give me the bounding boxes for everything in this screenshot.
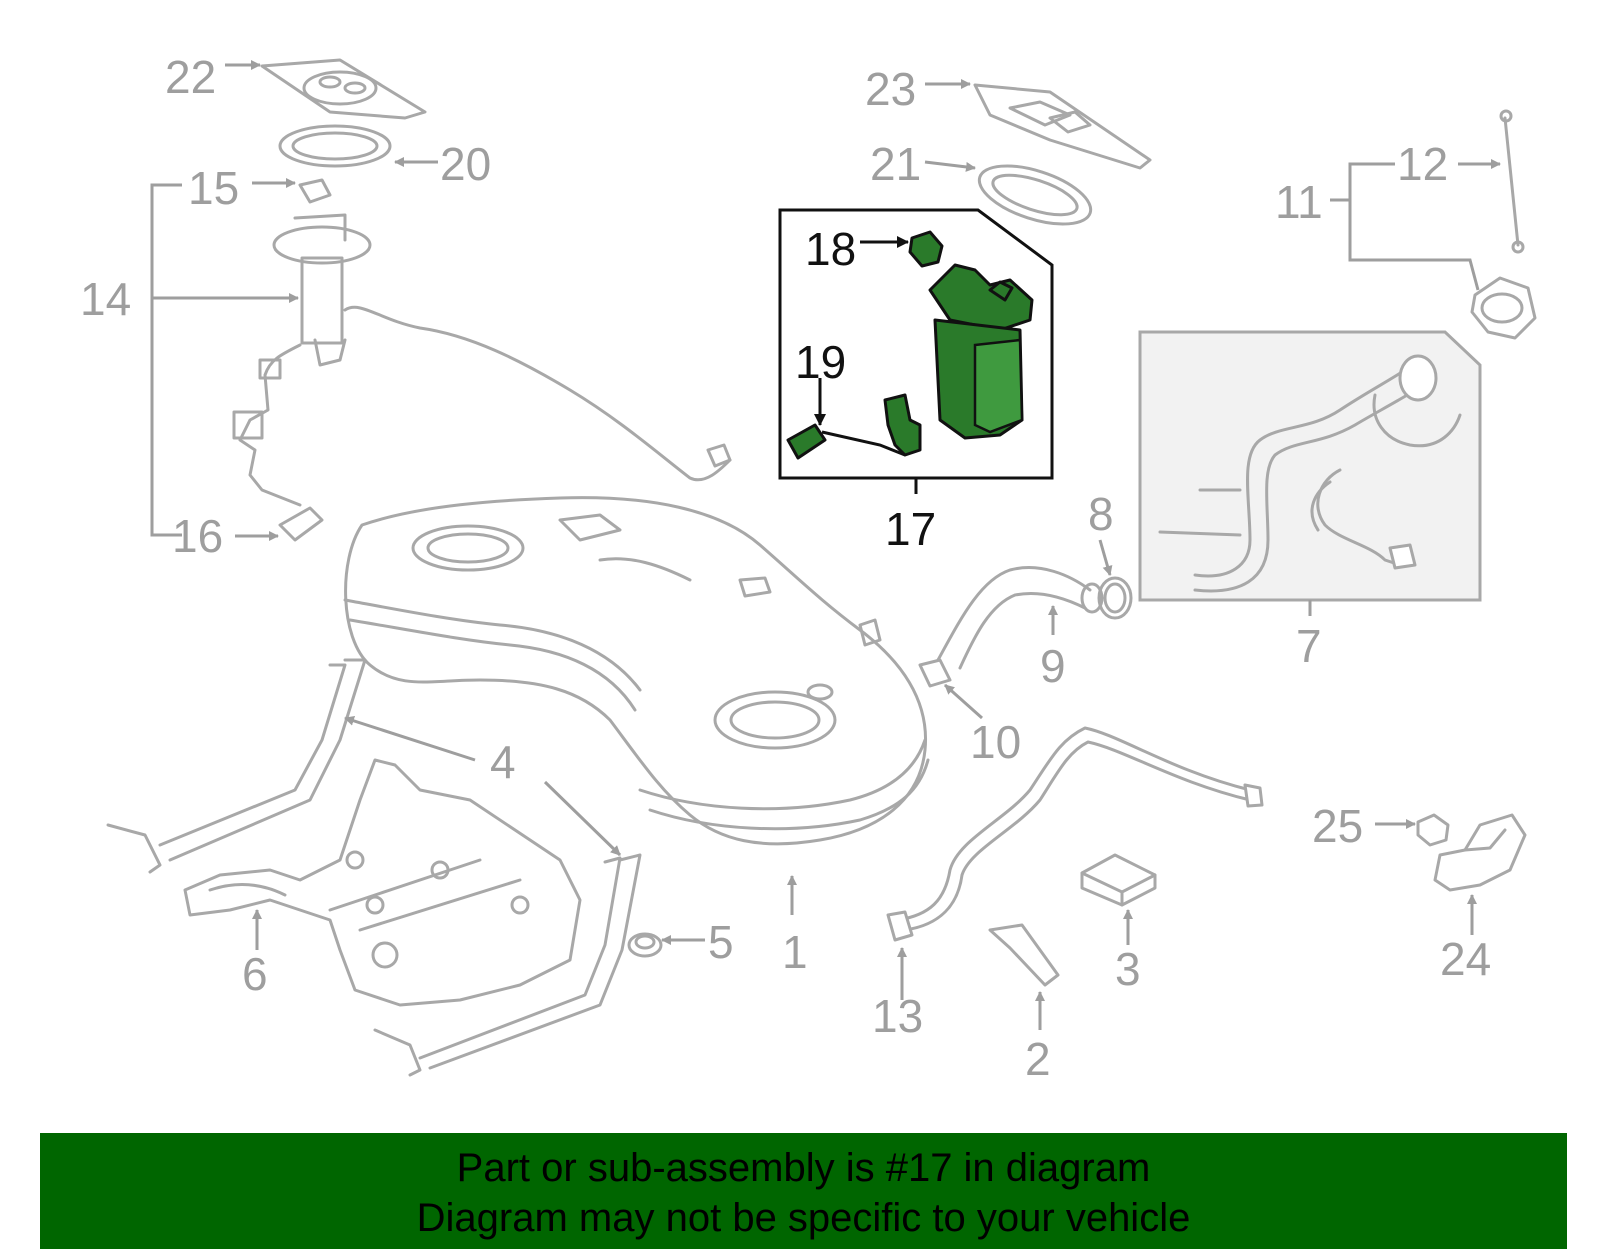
- callout-22: 22: [165, 51, 216, 103]
- callout-4: 4: [490, 736, 516, 788]
- part-5-grommet: [627, 932, 663, 958]
- callout-1: 1: [782, 926, 808, 978]
- part-8-clamp: [1097, 576, 1133, 620]
- callout-23: 23: [865, 63, 916, 115]
- bracket-11-12: [1330, 162, 1480, 291]
- callout-19: 19: [795, 336, 846, 388]
- callout-10: 10: [970, 716, 1021, 768]
- info-banner: Part or sub-assembly is #17 in diagram D…: [40, 1133, 1567, 1249]
- part-22-gasket: [260, 58, 427, 120]
- part-9-hose: [936, 566, 1104, 670]
- part-17-fuel-pump-module[interactable]: [928, 263, 1034, 440]
- leader-lines-highlight: [814, 236, 909, 426]
- callout-18: 18: [805, 223, 856, 275]
- callout-21: 21: [870, 138, 921, 190]
- callout-15: 15: [188, 162, 239, 214]
- banner-line-2: Diagram may not be specific to your vehi…: [416, 1196, 1191, 1240]
- callout-25: 25: [1312, 800, 1363, 852]
- part-15-clip: [298, 178, 332, 204]
- leader-lines: [152, 60, 1501, 1030]
- callout-20: 20: [440, 138, 491, 190]
- callout-9: 9: [1040, 640, 1066, 692]
- part-14-sender-module: [232, 213, 732, 507]
- part-18-grommet[interactable]: [908, 230, 944, 268]
- callout-2: 2: [1025, 1033, 1051, 1085]
- part-1-fuel-tank: [343, 496, 930, 846]
- callout-labels: 22 20 15 14 16 23 21 12 11 18 19 17 8 9 …: [80, 51, 1491, 1085]
- callout-11: 11: [1275, 176, 1323, 228]
- part-19-level-sensor[interactable]: [786, 393, 922, 460]
- part-25-nut: [1416, 813, 1450, 847]
- callout-16: 16: [172, 510, 223, 562]
- part-4-straps: [106, 658, 642, 1077]
- part-13-fuel-line: [886, 726, 1264, 942]
- callout-24: 24: [1440, 933, 1491, 985]
- part-23-gasket: [973, 83, 1152, 170]
- part-11-fuel-cap: [1470, 276, 1537, 340]
- part-20-seal-ring: [278, 124, 392, 168]
- callout-13: 13: [872, 990, 923, 1042]
- part-10-connector: [918, 658, 952, 688]
- callout-6: 6: [242, 948, 268, 1000]
- callout-8: 8: [1088, 488, 1114, 540]
- callout-3: 3: [1115, 943, 1141, 995]
- part-6-heat-shield: [183, 758, 582, 1007]
- part-17-box: [778, 208, 1054, 494]
- callout-5: 5: [708, 916, 734, 968]
- part-21-seal-ring: [977, 164, 1093, 226]
- bracket-14-15-16: [150, 183, 182, 537]
- callout-17: 17: [885, 503, 936, 555]
- part-24-bracket: [1433, 813, 1527, 892]
- part-2-pad: [988, 923, 1060, 987]
- callout-7: 7: [1296, 620, 1322, 672]
- part-12-tether: [1499, 109, 1525, 254]
- callout-14: 14: [80, 273, 131, 325]
- callout-12: 12: [1397, 138, 1448, 190]
- part-16-sensor: [278, 506, 324, 542]
- banner-line-1: Part or sub-assembly is #17 in diagram: [456, 1146, 1151, 1190]
- part-7-filler-box: [1138, 330, 1482, 616]
- part-3-pad: [1080, 853, 1157, 907]
